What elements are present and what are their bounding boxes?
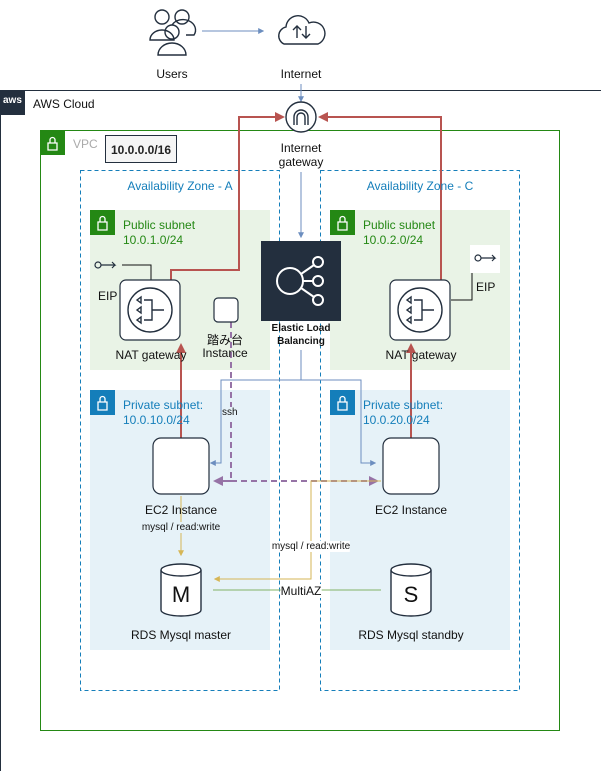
nat-gateway-a-icon <box>119 279 181 341</box>
public-subnet-c-lock-icon <box>337 215 348 231</box>
rds-master-label: RDS Mysql master <box>130 628 232 642</box>
public-subnet-a-cidr: 10.0.1.0/24 <box>123 233 184 247</box>
rds-standby-label: RDS Mysql standby <box>358 628 464 642</box>
igw-label-line2: gateway <box>278 155 324 169</box>
internet-label: Internet <box>280 67 322 81</box>
rds-standby-letter: S <box>403 582 419 607</box>
nat-gateway-c-icon <box>389 279 451 341</box>
mysql-a-label: mysql / read:write <box>141 522 221 533</box>
internet-gateway-icon <box>285 101 317 133</box>
az-c-title: Availability Zone - C <box>366 179 474 193</box>
elb-label-line1: Elastic Load <box>271 323 331 334</box>
elb-to-ec2-a-arrow <box>209 350 302 466</box>
elb-to-ec2-c-arrow <box>301 379 377 466</box>
users-icon <box>149 9 197 56</box>
ec2-c-to-rds-arrow <box>213 480 381 582</box>
az-c-border <box>320 170 520 691</box>
vpc-cidr: 10.0.0.0/16 <box>110 143 172 157</box>
nat-c-to-igw-arrow <box>318 112 442 280</box>
mysql-c-label: mysql / read:write <box>271 541 351 552</box>
ec2-c-icon <box>382 437 440 495</box>
aws-cloud-label: AWS Cloud <box>33 97 95 111</box>
ec2-a-label: EC2 Instance <box>144 503 218 517</box>
rds-master-icon <box>160 563 202 617</box>
public-subnet-a-lock-icon <box>97 215 108 231</box>
eip-c-link <box>451 270 473 301</box>
internet-cloud-icon <box>278 15 326 45</box>
vpc-label: VPC <box>73 137 98 151</box>
elb-label-line2: Balancing <box>277 336 325 347</box>
vpc-lock-icon <box>47 136 58 151</box>
az-a-border <box>80 170 280 691</box>
aws-cloud-border <box>0 90 601 771</box>
private-subnet-a-name: Private subnet: <box>123 398 204 412</box>
nat-c-label: NAT gateway <box>385 348 457 362</box>
rds-standby-icon <box>390 563 432 617</box>
private-subnet-a-lock-icon <box>97 395 108 411</box>
eip-c-label: EIP <box>476 280 496 294</box>
elb-icon <box>276 256 324 306</box>
ec2-a-icon <box>152 437 210 495</box>
igw-label-line1: Internet <box>280 141 322 155</box>
eip-c-bg <box>470 245 500 273</box>
public-subnet-c-cidr: 10.0.2.0/24 <box>363 233 424 247</box>
public-subnet-c-name: Public subnet <box>363 218 436 232</box>
private-subnet-c-lock-icon <box>337 395 348 411</box>
eip-a-icon <box>94 261 117 269</box>
rds-master-letter: M <box>171 582 191 607</box>
aws-logo: aws <box>3 95 22 106</box>
private-subnet-c-name: Private subnet: <box>363 398 444 412</box>
nat-a-label: NAT gateway <box>115 348 187 362</box>
private-subnet-c-cidr: 10.0.20.0/24 <box>363 413 430 427</box>
eip-a-link <box>122 264 152 282</box>
az-a-title: Availability Zone - A <box>127 179 233 193</box>
eip-c-icon <box>474 254 497 262</box>
eip-a-label: EIP <box>98 289 118 303</box>
bastion-label-line1: 踏み台 <box>206 333 244 347</box>
public-subnet-a-name: Public subnet <box>123 218 196 232</box>
private-subnet-a-cidr: 10.0.10.0/24 <box>123 413 190 427</box>
vpc-cidr-box: 10.0.0.0/16 <box>105 135 177 163</box>
nat-a-to-igw-arrow <box>170 112 285 280</box>
ec2-c-label: EC2 Instance <box>374 503 448 517</box>
bastion-instance-icon <box>213 297 239 323</box>
elb-square <box>261 241 341 321</box>
ssh-label: ssh <box>222 407 238 418</box>
bastion-label-line2: Instance <box>202 346 248 360</box>
multiaz-label: MultiAZ <box>280 584 322 598</box>
aws-logo-bg <box>0 90 25 115</box>
users-label: Users <box>156 67 188 81</box>
